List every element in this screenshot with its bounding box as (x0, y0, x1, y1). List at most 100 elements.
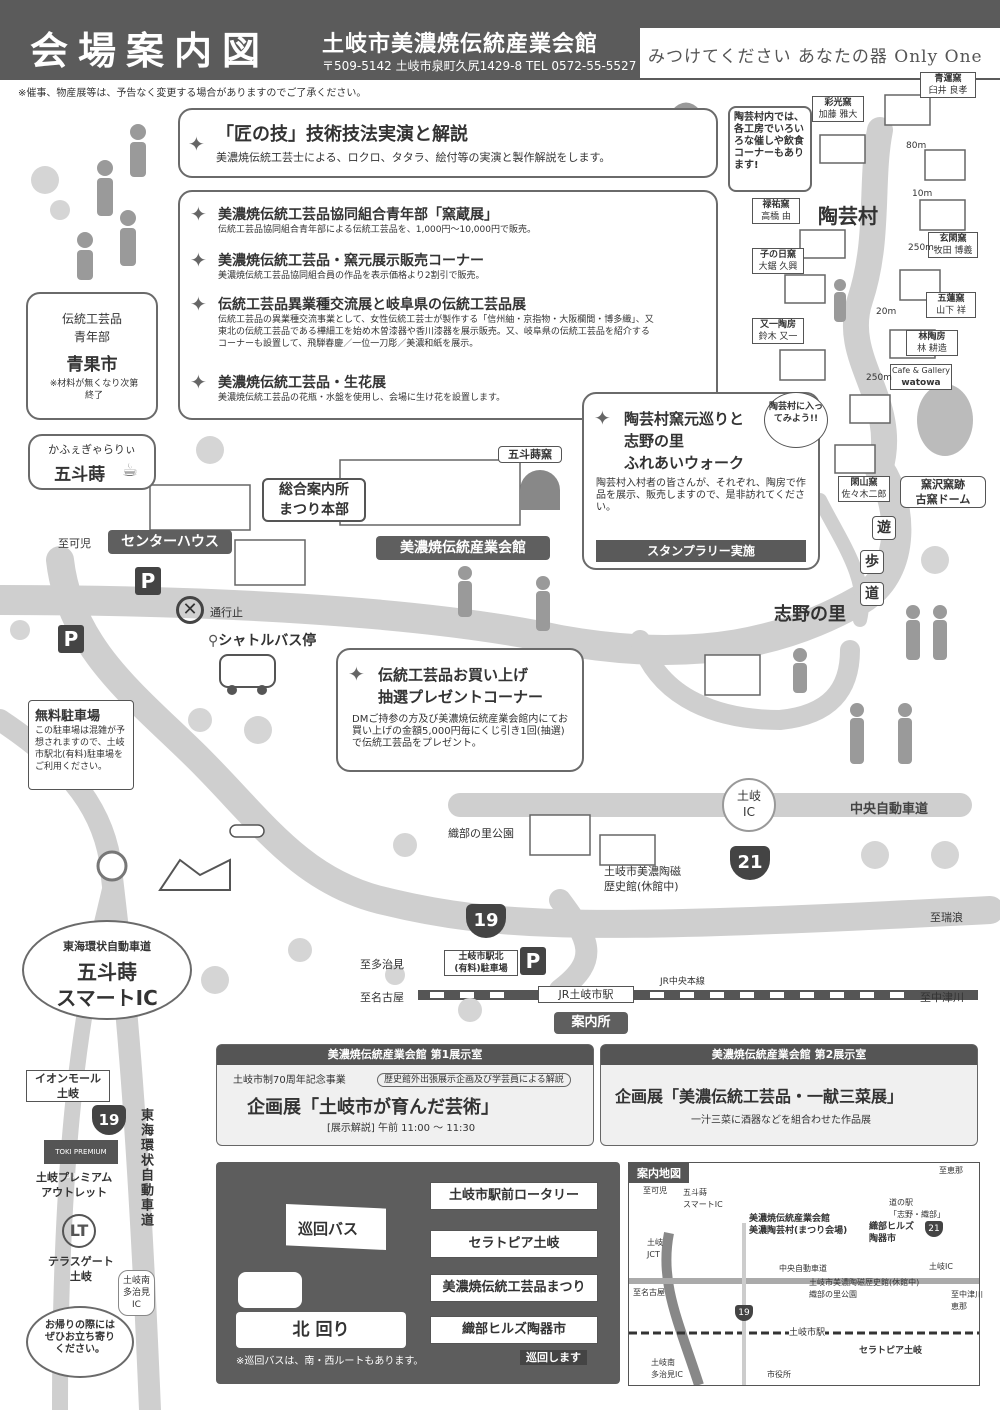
kiln-label: 青運窯臼井 良孝 (920, 72, 976, 98)
takumi-title: 「匠の技」技術技法実演と解説 (216, 124, 468, 145)
route-21-shield: 21 (730, 846, 770, 880)
outlet-logo: TOKI PREMIUM OUTLETS (44, 1140, 118, 1180)
venue-name: 土岐市美濃焼伝統産業会館 (322, 32, 599, 57)
exhibit2-box: 美濃焼伝統産業会館 第2展示室 企画展「美濃伝統工芸品・一献三菜展」 一汁三菜に… (600, 1044, 978, 1146)
south-ic-label: 土岐南 多治見 IC (118, 1270, 156, 1316)
to-nakatsugawa-label: 至中津川 (920, 991, 964, 1004)
route-19-shield: 19 (92, 1105, 126, 1135)
event-4-title: 美濃焼伝統工芸品・生花展 (218, 375, 386, 391)
aoichi-line1: 伝統工芸品 (61, 312, 122, 326)
jr-station-label: JR土岐市駅 (538, 986, 634, 1003)
distance-label: 250m (908, 243, 934, 253)
bus-label: 巡回バス (298, 1220, 359, 1238)
no-entry-label: 通行止 (210, 606, 243, 619)
mini-map-cityhall: 市役所 (767, 1370, 791, 1379)
village-note-bubble: 陶芸村内では、各工房でいろいろな催しや飲食コーナーもあります! (728, 106, 812, 192)
present-title1: 伝統工芸品お買い上げ (378, 666, 529, 684)
yuhodo-2: 歩 (860, 550, 884, 574)
oribe-park-label: 織部の里公園 (448, 827, 514, 840)
event-1-desc: 伝統工芸品協同組合青年部による伝統工芸品を、1,000円〜10,000円で販売。 (218, 225, 536, 235)
mini-map-oribe: 織部ヒルズ 陶器市 (869, 1222, 915, 1244)
kiln-label: 又一陶房鈴木 又一 (752, 318, 804, 344)
event-2-desc: 美濃焼伝統工芸品協同組合員の作品を表示価格より2割引で販売。 (218, 271, 485, 281)
mini-map-south-ic: 土岐南 多治見IC (651, 1358, 683, 1379)
parking-icon: P (520, 947, 546, 975)
village-note: 陶芸村内では、各工房でいろいろな催しや飲食コーナーもあります! (734, 112, 804, 171)
stamp-rally-label: スタンプラリー実施 (596, 540, 806, 562)
exhibit1-header: 美濃焼伝統産業会館 第1展示室 (217, 1045, 593, 1065)
maple-leaf-icon: ✦ (348, 662, 365, 686)
exhibit2-title: 企画展「美濃伝統工芸品・一献三菜展」 (615, 1087, 904, 1106)
parking-icon: P (135, 567, 161, 595)
outlet-label: 土岐プレミアム アウトレット (36, 1171, 113, 1199)
bus-stop-item: セラトピア土岐 (430, 1230, 598, 1258)
walk-title1: 陶芸村窯元巡りと (624, 410, 745, 428)
kiln-label: 五蓮窯山下 祥 (926, 292, 976, 318)
mini-map-station: 土岐市駅 (789, 1327, 826, 1339)
notice-text: ※催事、物産展等は、予告なく変更する場合がありますのでご了承ください。 (18, 88, 367, 99)
exhibit2-header: 美濃焼伝統産業会館 第2展示室 (601, 1045, 977, 1065)
walk-title3: ふれあいウォーク (624, 454, 745, 472)
mini-map-to-nagoya: 至名古屋 (633, 1288, 665, 1297)
bus-loop-label: 巡回します (520, 1350, 587, 1365)
route-19-shield: 19 (466, 904, 506, 938)
walk-desc: 陶芸村入村者の皆さんが、それぞれ、陶房で作品を展示、販売しますので、是非訪れてく… (596, 478, 806, 513)
mini-map-to-nakatsugawa: 至中津川 恵那 (951, 1290, 983, 1311)
distance-label: 250m (866, 373, 892, 383)
distance-label: 80m (906, 141, 927, 151)
no-entry-icon: ✕ (176, 596, 204, 624)
to-nagoya-label: 至名古屋 (360, 991, 404, 1004)
kiln-label: 子の日窯大鋸 久興 (752, 248, 804, 274)
bus-direction-box: 北 回り (236, 1312, 406, 1348)
terrace-label: テラスゲート 土岐 (48, 1255, 114, 1283)
mini-map-title: 案内地図 (629, 1163, 689, 1183)
aoichi-bubble: 伝統工芸品 青年部 青果市 ※材料が無くなり次第終了 (26, 292, 158, 420)
bus-stop-icon: ⚲ (208, 633, 219, 649)
event-1-title: 美濃焼伝統工芸品協同組合青年部「窯蔵展」 (218, 207, 498, 223)
parking-icon: P (58, 625, 84, 653)
events-bubble: 美濃焼伝統工芸品協同組合青年部「窯蔵展」 伝統工芸品協同組合青年部による伝統工芸… (178, 190, 718, 420)
maple-leaf-icon: ✦ (594, 406, 611, 430)
takumi-bubble: 「匠の技」技術技法実演と解説 美濃焼伝統工芸士による、ロクロ、タタラ、絵付等の実… (178, 108, 718, 178)
exhibit1-sub: 土岐市制70周年記念事業 (233, 1075, 346, 1086)
mini-map-michi: 道の駅 「志野・織部」 (889, 1198, 945, 1219)
yuhodo-3: 道 (860, 582, 884, 606)
kiln-label: 禄祐窯高橋 由 (752, 198, 800, 224)
bus-direction: 北 回り (292, 1320, 350, 1340)
kiln-label: 林陶房林 耕造 (906, 330, 958, 356)
main-hall-label: 美濃焼伝統産業会館 (376, 536, 550, 560)
takumi-desc: 美濃焼伝統工芸士による、ロクロ、タタラ、絵付等の実演と製作解説をします。 (216, 151, 611, 164)
tagline: みつけてください あなたの器 Only One (648, 47, 983, 67)
event-4-desc: 美濃焼伝統工芸品の花瓶・水盤を使用し、会場に生け花を設置します。 (218, 393, 506, 403)
mini-map-to-ena: 至恵那 (939, 1166, 963, 1175)
mini-map-hall: 美濃焼伝統産業会館 美濃陶芸村(まつり会場) (749, 1214, 848, 1236)
chuo-expressway-label: 中央自動車道 (850, 802, 929, 817)
walk-badge: 陶芸村に入ってみよう!! (764, 392, 828, 448)
center-house-label: センターハウス (108, 530, 232, 554)
exhibit1-note: 歴史館外出張展示企画及び学芸員による解説 (377, 1073, 571, 1087)
maple-leaf-icon: ✦ (190, 370, 207, 394)
distance-label: 10m (912, 189, 933, 199)
kiln-label: 閑山窯佐々木二郎 (838, 476, 890, 502)
free-parking-title: 無料駐車場 (35, 709, 101, 724)
kiln-ruins-label: 窯沢窯跡古窯ドーム (900, 476, 986, 508)
event-2-title: 美濃焼伝統工芸品・窯元展示販売コーナー (218, 253, 484, 269)
bus-stop-item: 織部ヒルズ陶器市 (430, 1316, 598, 1344)
mini-map-to-kani: 至可児 (643, 1186, 667, 1195)
mini-map: 案内地図 美濃焼伝統産業会館 美濃陶芸村(まつり会場) 織部ヒルズ 陶器市 道の… (628, 1162, 983, 1386)
smart-ic-bubble: 東海環状自動車道 五斗蒔 スマートIC (22, 920, 192, 1020)
bus-stop-item: 土岐市駅前ロータリー (430, 1182, 598, 1210)
exhibit2-desc: 一汁三菜に酒器などを組合わせた作品展 (691, 1115, 871, 1126)
to-kani-label: 至可児 (58, 537, 91, 550)
museum-label: 土岐市美濃陶磁 歴史館(休館中) (604, 865, 681, 893)
terrace-logo-icon: LT (62, 1214, 96, 1248)
bus-note: ※巡回バスは、南・西ルートもあります。 (236, 1356, 424, 1367)
parking-north-label: 土岐市駅北 (有料)駐車場 (444, 950, 518, 976)
info-desk-label: 案内所 (554, 1012, 628, 1034)
aoichi-title: 青果市 (66, 355, 118, 375)
cafe-small: かふぇぎゃらりぃ (48, 443, 136, 456)
mini-map-gotomaki: 五斗蒔 スマートIC (683, 1188, 723, 1209)
aoichi-note: ※材料が無くなり次第終了 (49, 379, 139, 401)
jr-line-label: JR中央本線 (660, 977, 705, 987)
